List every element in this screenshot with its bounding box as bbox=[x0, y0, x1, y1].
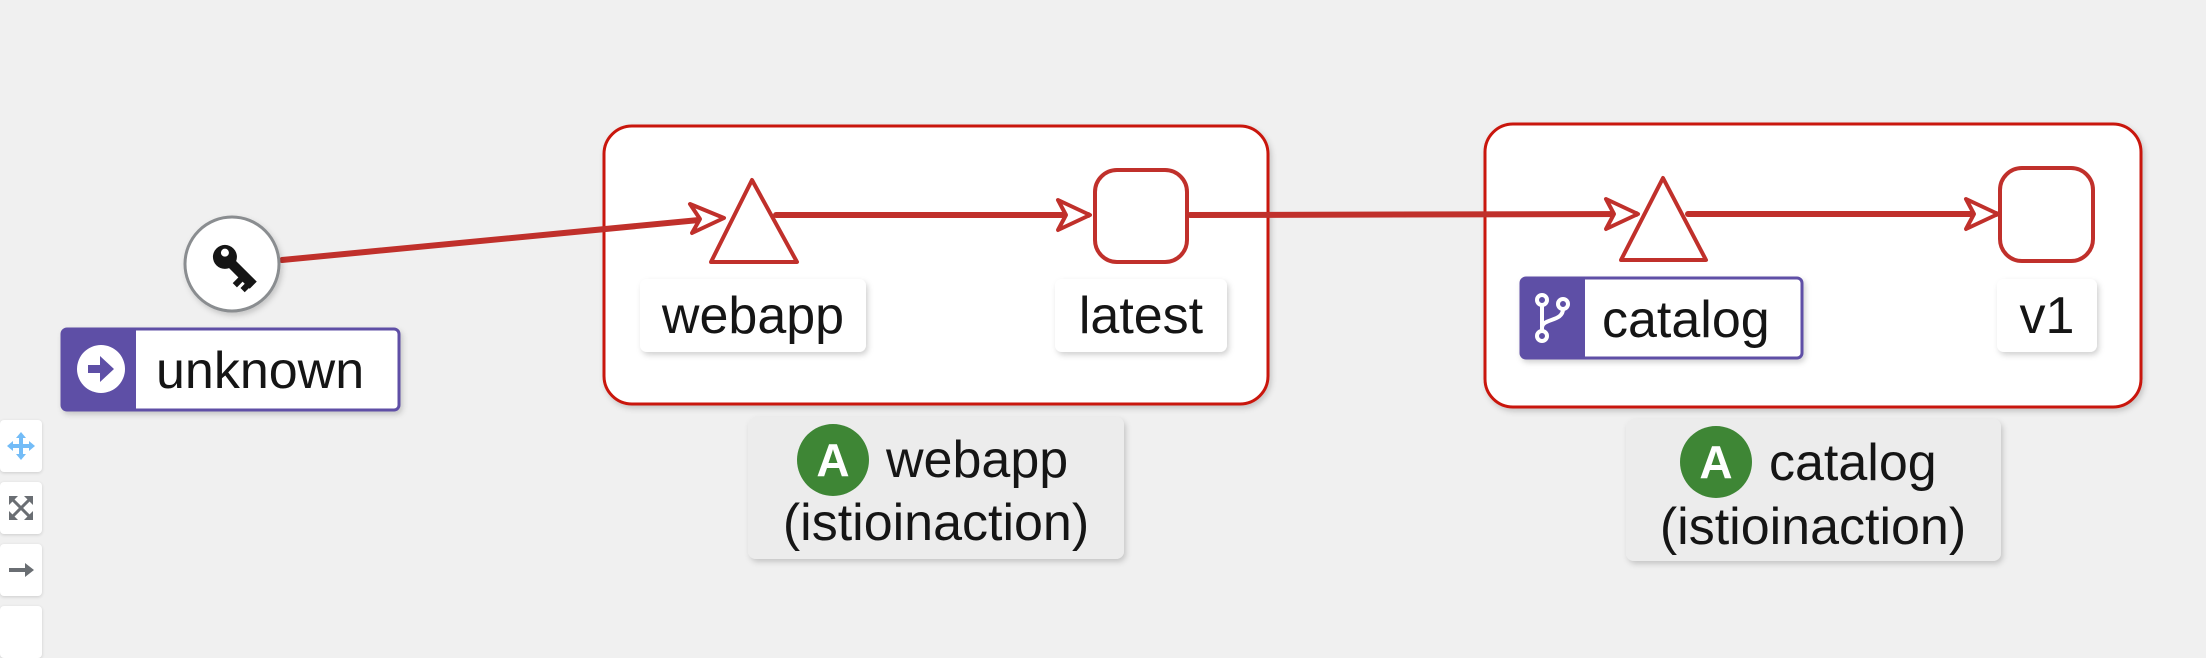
node-label-text: latest bbox=[1079, 287, 1204, 345]
node-service-catalog[interactable] bbox=[1619, 176, 1708, 262]
arrowhead bbox=[688, 202, 726, 235]
service-graph[interactable]: unknown webapp latest catalog bbox=[0, 0, 2206, 624]
app-namespace: (istioinaction) bbox=[783, 494, 1089, 552]
edge-unknown-webapp[interactable] bbox=[279, 215, 723, 263]
edge-latest-catalog[interactable] bbox=[1187, 211, 1639, 218]
toolbar-button-more[interactable] bbox=[0, 606, 42, 658]
app-badge-letter: A bbox=[816, 434, 849, 486]
virtual-service-branch-icon bbox=[1535, 293, 1570, 343]
node-label-text: unknown bbox=[156, 342, 364, 400]
app-name: catalog bbox=[1769, 434, 1937, 492]
app-name: webapp bbox=[885, 431, 1068, 489]
node-unknown[interactable] bbox=[183, 215, 281, 313]
app-namespace: (istioinaction) bbox=[1660, 498, 1966, 556]
node-label-catalog[interactable]: catalog bbox=[1519, 276, 1804, 360]
app-label-catalog[interactable]: A catalog (istioinaction) bbox=[1626, 419, 2001, 561]
fit-to-screen-button[interactable] bbox=[0, 482, 42, 534]
arrowhead bbox=[1604, 197, 1640, 231]
arrowhead bbox=[1964, 197, 2000, 231]
app-badge-letter: A bbox=[1699, 436, 1732, 488]
arrow-right-circle-icon bbox=[77, 345, 125, 393]
node-label-unknown[interactable]: unknown bbox=[60, 327, 401, 412]
app-box-webapp[interactable] bbox=[602, 124, 1270, 406]
node-label-v1[interactable]: v1 bbox=[1997, 279, 2097, 352]
arrowhead bbox=[1056, 198, 1092, 232]
node-label-text: catalog bbox=[1602, 291, 1770, 349]
node-label-text: webapp bbox=[661, 287, 844, 345]
app-badge bbox=[797, 424, 869, 496]
move-icon bbox=[7, 432, 35, 460]
app-badge bbox=[1680, 426, 1752, 498]
app-label-webapp[interactable]: A webapp (istioinaction) bbox=[748, 417, 1124, 559]
node-label-latest[interactable]: latest bbox=[1055, 279, 1227, 352]
pan-button[interactable] bbox=[0, 420, 42, 472]
node-workload-latest[interactable] bbox=[1093, 168, 1189, 264]
key-icon bbox=[212, 244, 257, 293]
node-label-webapp[interactable]: webapp bbox=[640, 279, 866, 352]
node-service-webapp[interactable] bbox=[709, 178, 799, 264]
node-workload-v1[interactable] bbox=[1998, 166, 2095, 263]
layout-button[interactable] bbox=[0, 544, 42, 596]
arrow-right-icon bbox=[9, 563, 34, 577]
node-label-text: v1 bbox=[2020, 287, 2075, 345]
expand-icon bbox=[9, 496, 33, 520]
